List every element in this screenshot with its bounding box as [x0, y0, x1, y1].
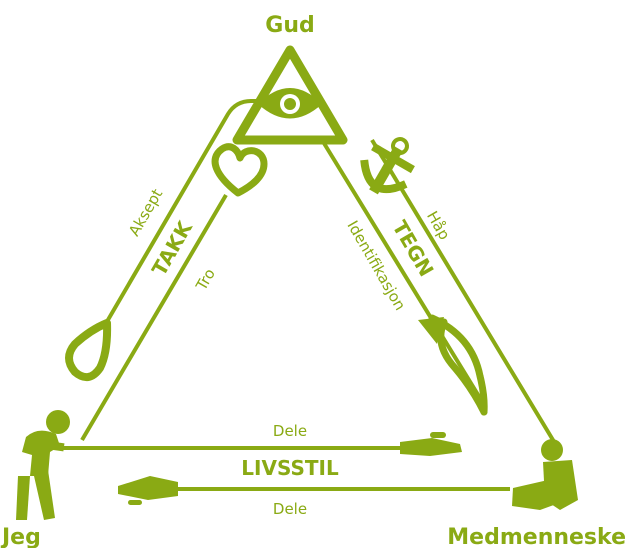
fish-icon [418, 317, 484, 412]
person-jeg-icon [16, 410, 70, 520]
node-gud-label: Gud [265, 13, 314, 38]
heart-icon [215, 147, 264, 193]
left-edge-title-label: TAKK [147, 216, 198, 280]
bottom-edge-upper-label: Dele [273, 422, 307, 440]
triangle-lines [60, 101, 556, 489]
bottom-edge-title-label: LIVSSTIL [241, 456, 339, 480]
right-inner-line [322, 140, 480, 398]
left-edge-inner-label: Tro [192, 265, 219, 294]
anchor-icon [353, 128, 425, 204]
node-jeg-label: Jeg [0, 525, 41, 548]
node-medmenneske-label: Medmenneske [447, 525, 626, 548]
eye-triangle-icon [237, 50, 343, 140]
person-medmenneske-icon [512, 439, 578, 510]
left-inner-line [82, 195, 226, 440]
bottom-edge-lower-label: Dele [273, 500, 307, 518]
hand-left-icon [118, 476, 178, 505]
drop-icon [69, 323, 107, 377]
right-edge-outer-label: Håp [423, 208, 454, 243]
hand-right-icon [400, 432, 462, 456]
